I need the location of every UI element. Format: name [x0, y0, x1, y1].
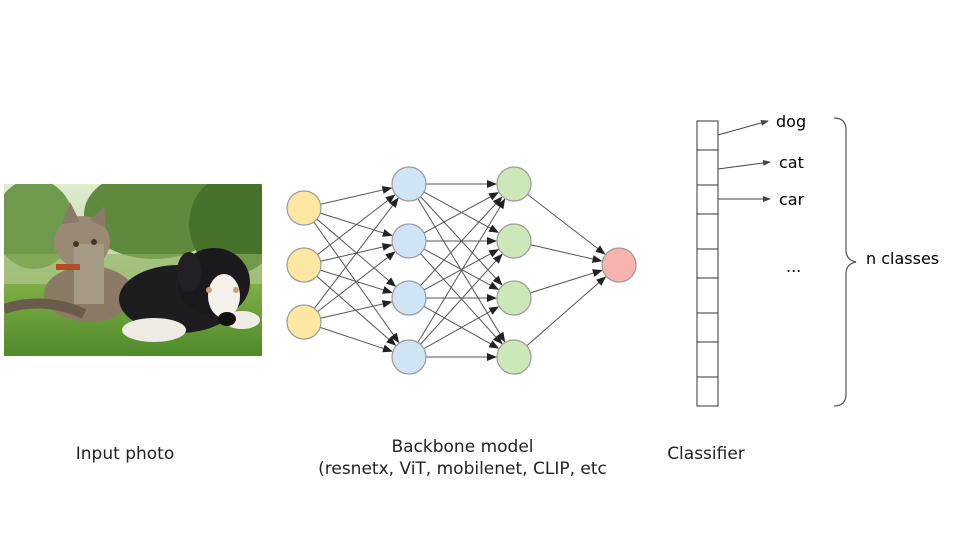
network-edge: [530, 269, 603, 294]
network-edge: [316, 275, 397, 346]
classifier-cell: [696, 277, 719, 314]
network-edge: [423, 192, 500, 234]
hidden2-node: [496, 166, 532, 202]
classifier-cell: [696, 376, 719, 407]
classifier-arrows: [717, 119, 771, 202]
network-edge: [420, 253, 503, 345]
class-label-cat: cat: [779, 153, 804, 172]
classifier-cell: [696, 341, 719, 378]
classifier-cell: [696, 120, 719, 151]
class-label-car: car: [779, 190, 805, 209]
input-node: [286, 190, 322, 226]
classifier-vector: [696, 120, 719, 407]
hidden2-node: [496, 280, 532, 316]
input-photo: [4, 184, 262, 356]
backbone-title: Backbone model: [391, 437, 534, 457]
input-node: [286, 304, 322, 340]
class-brace: [833, 117, 857, 407]
hidden1-node: [391, 166, 427, 202]
classifier-cell: [696, 312, 719, 343]
class-arrow: [717, 119, 769, 136]
network-edge: [320, 300, 393, 319]
network-edge: [420, 196, 503, 286]
dog-figure: [119, 248, 260, 342]
network-edge: [423, 249, 500, 291]
hidden2-node: [496, 223, 532, 259]
network-connections: [313, 180, 607, 361]
backbone-subtitle: (resnetx, ViT, mobilenet, CLIP, etc: [318, 459, 607, 479]
class-arrow: [717, 159, 771, 170]
network-edge: [417, 198, 506, 343]
network-edge: [320, 186, 393, 205]
hidden1-node: [391, 223, 427, 259]
network-nodes: [286, 166, 637, 375]
classifier-cell: [696, 248, 719, 279]
class-label-dog: dog: [776, 112, 806, 131]
output-node: [601, 247, 637, 283]
cat-figure: [4, 202, 134, 322]
hidden2-node: [496, 339, 532, 375]
classifier-cell: [696, 213, 719, 250]
network-edge: [527, 193, 606, 255]
network-edge: [317, 194, 396, 256]
network-edge: [526, 276, 607, 347]
hidden1-node: [391, 339, 427, 375]
network-edge: [423, 306, 500, 350]
n-classes-label: n classes: [866, 249, 939, 268]
input-node: [286, 247, 322, 283]
network-edge: [317, 251, 396, 313]
backbone-caption: Backbone model (resnetx, ViT, mobilenet,…: [300, 436, 625, 480]
network-edge: [530, 244, 603, 263]
classifier-caption: Classifier: [667, 444, 745, 464]
network-edge: [313, 197, 399, 309]
class-ellipsis: ...: [786, 257, 801, 276]
classifier-cell: [696, 149, 719, 186]
hidden1-node: [391, 280, 427, 316]
classifier-cell: [696, 184, 719, 215]
network-edge: [319, 326, 393, 353]
input-photo-caption: Input photo: [75, 444, 175, 464]
